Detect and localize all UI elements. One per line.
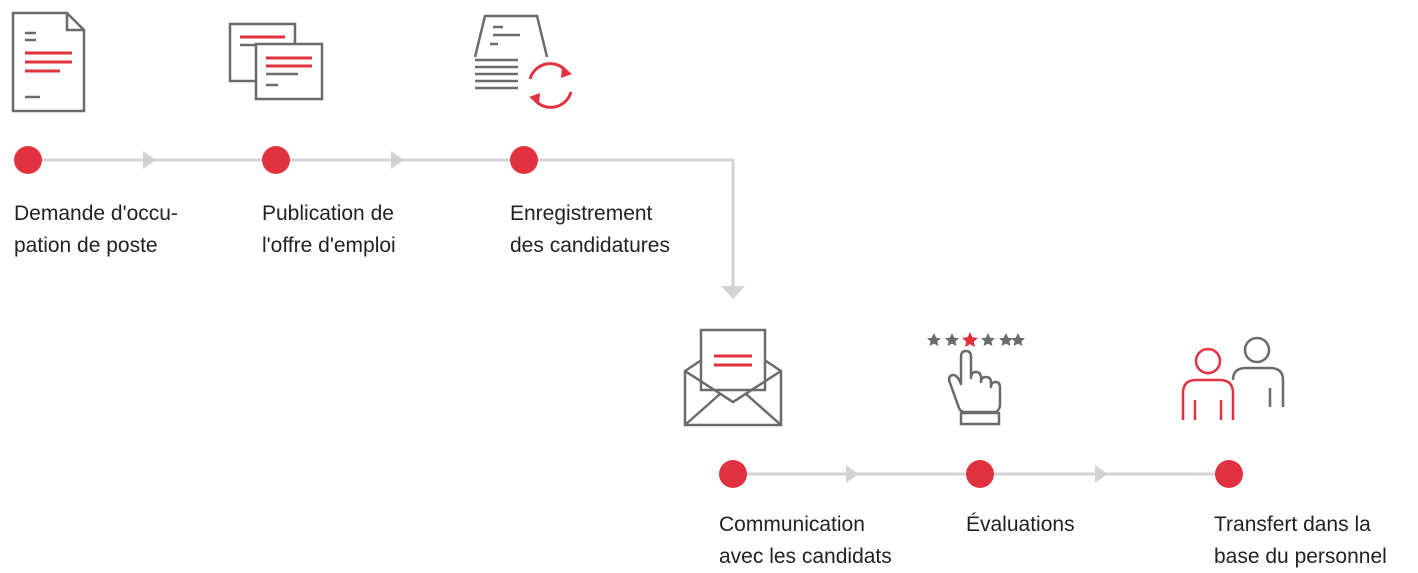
star-icon [927,333,1025,346]
job-posting-icon [228,22,324,101]
step-dot [262,146,290,174]
label-line: avec les candidats [719,545,892,568]
label-line: Évaluations [966,513,1075,536]
envelope-icon [683,328,783,427]
step-label-evaluations: Évaluations [966,509,1075,541]
step-label-transfert: Transfert dans la base du personnel [1214,509,1387,573]
label-line: Demande d'occu- [14,202,178,225]
arrow-down-icon [721,286,745,299]
arrow-right-icon [1095,465,1108,483]
step-dot [966,460,994,488]
application-sync-icon [473,14,573,109]
star-rating-hand-icon [927,332,1025,426]
step-label-publication: Publication de l'offre d'emploi [262,198,396,262]
step-dot [14,146,42,174]
step-dot [1215,460,1243,488]
step-dot [510,146,538,174]
connector-arrows [143,151,1108,483]
step-dot [719,460,747,488]
star-icon [962,332,978,347]
arrow-right-icon [391,151,404,169]
step-label-communication: Communication avec les candidats [719,509,892,573]
arrow-right-icon [846,465,859,483]
step-dots [14,146,1243,488]
arrow-right-icon [143,151,156,169]
label-line: Publication de [262,202,394,225]
label-line: Enregistrement [510,202,653,225]
step-label-enregistrement: Enregistrement des candidatures [510,198,670,262]
people-transfer-icon [1181,336,1285,420]
document-icon [11,11,86,113]
label-line: Communication [719,513,865,536]
label-line: Transfert dans la [1214,513,1371,536]
label-line: l'offre d'emploi [262,234,396,257]
label-line: des candidatures [510,234,670,257]
step-label-demande: Demande d'occu- pation de poste [14,198,178,262]
label-line: pation de poste [14,234,158,257]
label-line: base du personnel [1214,545,1387,568]
